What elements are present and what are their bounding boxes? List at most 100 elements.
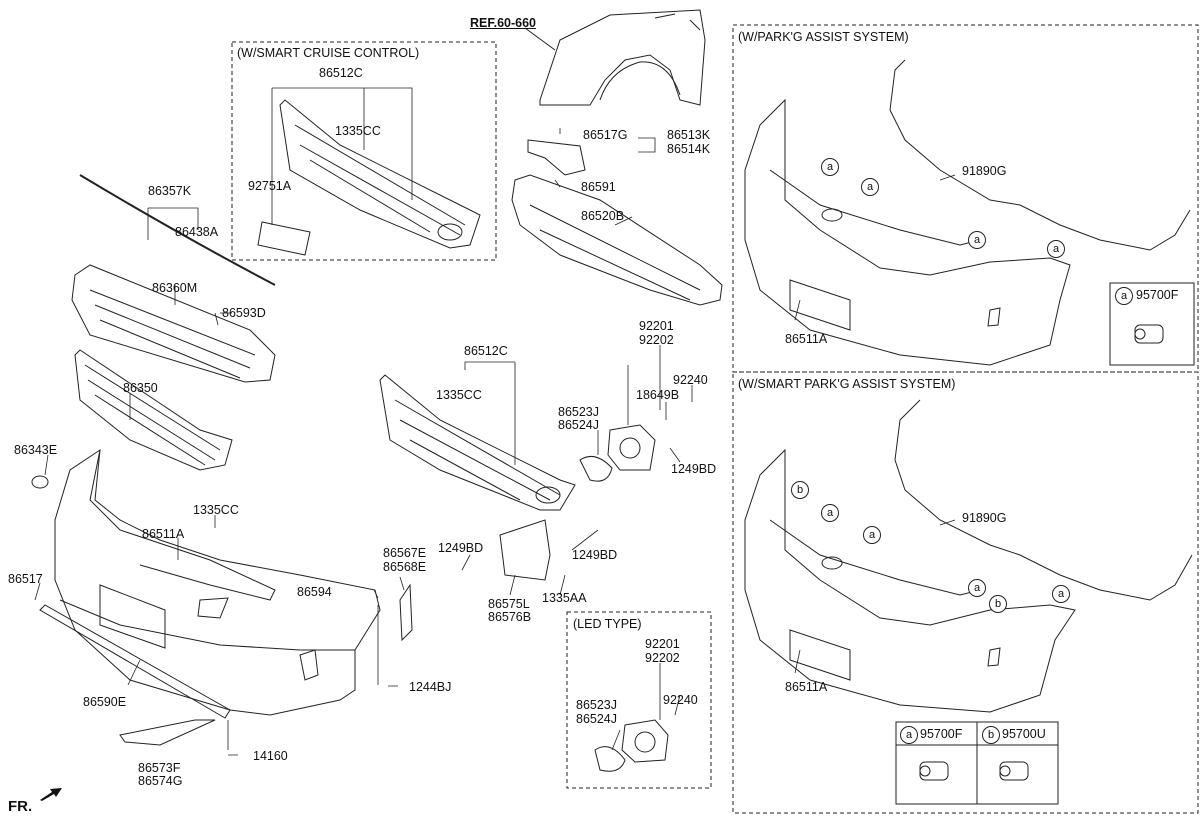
part-86513K: 86513K bbox=[667, 128, 711, 142]
fender-shape bbox=[524, 9, 706, 106]
part-14160: 14160 bbox=[253, 749, 288, 763]
part-86357K: 86357K bbox=[148, 184, 192, 198]
part-91890G-a: 91890G bbox=[962, 164, 1007, 178]
side-trim-shape bbox=[399, 583, 413, 642]
parking-assist-box bbox=[732, 24, 1199, 373]
part-1244BJ: 1244BJ bbox=[409, 680, 452, 694]
marker-a-legend-2: a bbox=[900, 726, 918, 744]
marker-a-5: a bbox=[821, 504, 839, 522]
part-86573F: 86573F bbox=[138, 761, 181, 775]
part-1335CC-b: 1335CC bbox=[193, 503, 239, 517]
parking-sensor-shape-3 bbox=[999, 761, 1029, 781]
wiring-harness-top-shape bbox=[889, 59, 1191, 251]
part-92240-b: 92240 bbox=[663, 693, 698, 707]
part-86575L: 86575L bbox=[488, 597, 530, 611]
part-86360M: 86360M bbox=[152, 281, 198, 295]
part-86511A-c: 86511A bbox=[785, 680, 828, 694]
part-92202-a: 92202 bbox=[639, 333, 674, 347]
part-86523J-a: 86523J bbox=[558, 405, 600, 419]
radar-cover-shape bbox=[257, 221, 311, 256]
part-92751A: 92751A bbox=[248, 179, 292, 193]
part-92240-a: 92240 bbox=[673, 373, 708, 387]
part-92201-b: 92201 bbox=[645, 637, 680, 651]
marker-a-1: a bbox=[821, 158, 839, 176]
led-type-box bbox=[566, 611, 712, 789]
parking-assist-title: (W/PARK'G ASSIST SYSTEM) bbox=[738, 30, 909, 44]
smart-parking-assist-title: (W/SMART PARK'G ASSIST SYSTEM) bbox=[738, 377, 956, 391]
moulding-strip-shape bbox=[79, 174, 276, 286]
part-86512C-a: 86512C bbox=[319, 66, 363, 80]
part-1249BD-c: 1249BD bbox=[572, 548, 618, 562]
part-86593D: 86593D bbox=[222, 306, 266, 320]
part-86567E: 86567E bbox=[383, 546, 427, 560]
part-95700U: 95700U bbox=[1002, 727, 1046, 741]
marker-a-4: a bbox=[1047, 240, 1065, 258]
part-86594: 86594 bbox=[297, 585, 332, 599]
part-86514K: 86514K bbox=[667, 142, 711, 156]
part-1249BD-a: 1249BD bbox=[438, 541, 484, 555]
part-95700F-b: 95700F bbox=[920, 727, 963, 741]
marker-b-1: b bbox=[791, 481, 809, 499]
part-86568E: 86568E bbox=[383, 560, 427, 574]
emblem-shape bbox=[31, 475, 49, 489]
part-86512C-b: 86512C bbox=[464, 344, 508, 358]
energy-absorber-shape bbox=[511, 174, 723, 306]
front-direction-label: FR. bbox=[8, 798, 33, 815]
smart-cruise-title: (W/SMART CRUISE CONTROL) bbox=[237, 46, 420, 60]
led-type-title: (LED TYPE) bbox=[573, 617, 642, 631]
lower-grille-center-shape bbox=[379, 374, 576, 511]
part-86517: 86517 bbox=[8, 572, 43, 586]
part-86517G: 86517G bbox=[583, 128, 628, 142]
marker-a-legend-1: a bbox=[1115, 287, 1133, 305]
part-86524J-b: 86524J bbox=[576, 712, 618, 726]
bumper-smart-parking-shape bbox=[744, 448, 1076, 713]
marker-a-7: a bbox=[968, 579, 986, 597]
part-86574G: 86574G bbox=[138, 774, 183, 788]
part-86591: 86591 bbox=[581, 180, 616, 194]
radiator-grille-upper-shape bbox=[71, 264, 276, 383]
part-1249BD-b: 1249BD bbox=[671, 462, 717, 476]
part-86576B: 86576B bbox=[488, 610, 532, 624]
marker-a-2: a bbox=[861, 178, 879, 196]
bumper-parking-assist-shape bbox=[744, 98, 1071, 366]
front-bumper-shape bbox=[54, 448, 381, 716]
part-86523J-b: 86523J bbox=[576, 698, 618, 712]
part-86511A-b: 86511A bbox=[785, 332, 828, 346]
marker-a-8: a bbox=[1052, 585, 1070, 603]
radiator-grille-lower-shape bbox=[74, 349, 233, 471]
part-1335CC-a: 1335CC bbox=[335, 124, 381, 138]
part-95700F-a: 95700F bbox=[1136, 288, 1179, 302]
marker-b-legend: b bbox=[982, 726, 1000, 744]
marker-b-2: b bbox=[989, 595, 1007, 613]
part-92202-b: 92202 bbox=[645, 651, 680, 665]
leader-lines bbox=[34, 87, 956, 756]
wiring-harness-bottom-shape bbox=[894, 399, 1193, 601]
parking-sensor-shape-2 bbox=[919, 761, 949, 781]
bumper-bracket-shape bbox=[527, 139, 586, 176]
part-86524J-a: 86524J bbox=[558, 418, 600, 432]
part-92201-a: 92201 bbox=[639, 319, 674, 333]
sensor-box-95700F-a bbox=[1109, 282, 1195, 366]
marker-a-3: a bbox=[968, 231, 986, 249]
part-91890G-b: 91890G bbox=[962, 511, 1007, 525]
part-86590E: 86590E bbox=[83, 695, 127, 709]
under-cover-shape bbox=[39, 604, 231, 719]
part-86520B: 86520B bbox=[581, 209, 625, 223]
part-18649B: 18649B bbox=[636, 388, 680, 402]
ref-label: REF.60-660 bbox=[470, 16, 537, 30]
lower-strip-shape bbox=[119, 719, 216, 746]
smart-cruise-box bbox=[231, 41, 497, 261]
part-86511A: 86511A bbox=[142, 527, 185, 541]
part-86438A: 86438A bbox=[175, 225, 219, 239]
marker-a-6: a bbox=[863, 526, 881, 544]
led-fog-lamp-shape bbox=[594, 719, 669, 772]
lower-grille-cruise-shape bbox=[279, 99, 481, 249]
part-1335CC-c: 1335CC bbox=[436, 388, 482, 402]
fog-lamp-shape bbox=[579, 424, 656, 482]
part-86350: 86350 bbox=[123, 381, 158, 395]
part-86343E: 86343E bbox=[14, 443, 58, 457]
smart-parking-assist-box bbox=[732, 371, 1199, 814]
front-arrow-icon bbox=[40, 788, 62, 801]
